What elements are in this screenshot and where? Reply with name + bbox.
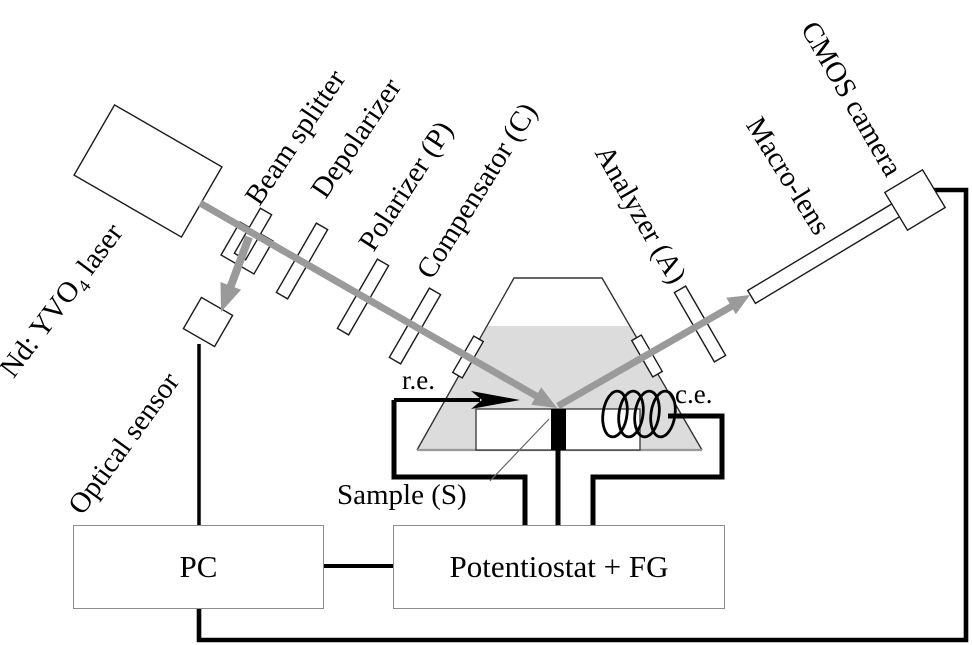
sample: [551, 409, 566, 450]
pc-box-label: PC: [179, 549, 218, 584]
reference-electrode-label: r.e.: [402, 365, 435, 395]
counter-electrode-label: c.e.: [675, 379, 713, 409]
sample-label: Sample (S): [337, 479, 467, 511]
sample-pointer-line: [489, 418, 550, 482]
camera-return-wire: [196, 187, 969, 643]
cmos-camera-body: [883, 168, 947, 232]
potentiostat-box-label: Potentiostat + FG: [449, 549, 669, 584]
re-arrowhead: [471, 391, 520, 409]
optical-sensor-body: [182, 296, 234, 348]
ce-wire: [590, 413, 725, 527]
re-wire: [391, 400, 528, 527]
macro-lens-tube: [746, 191, 920, 305]
counter-electrode-coil: [601, 389, 677, 439]
reflected-beam-arrowhead: [726, 295, 750, 315]
incident-beam-arrowhead: [531, 387, 557, 408]
potentiostat-box: Potentiostat + FG: [393, 525, 725, 609]
split-beam-arrowhead: [220, 282, 242, 312]
reflected-beam: [556, 297, 743, 410]
split-beam: [225, 235, 253, 293]
incident-beam: [198, 199, 547, 405]
laser-box: [73, 103, 223, 239]
pc-box: PC: [73, 525, 324, 609]
